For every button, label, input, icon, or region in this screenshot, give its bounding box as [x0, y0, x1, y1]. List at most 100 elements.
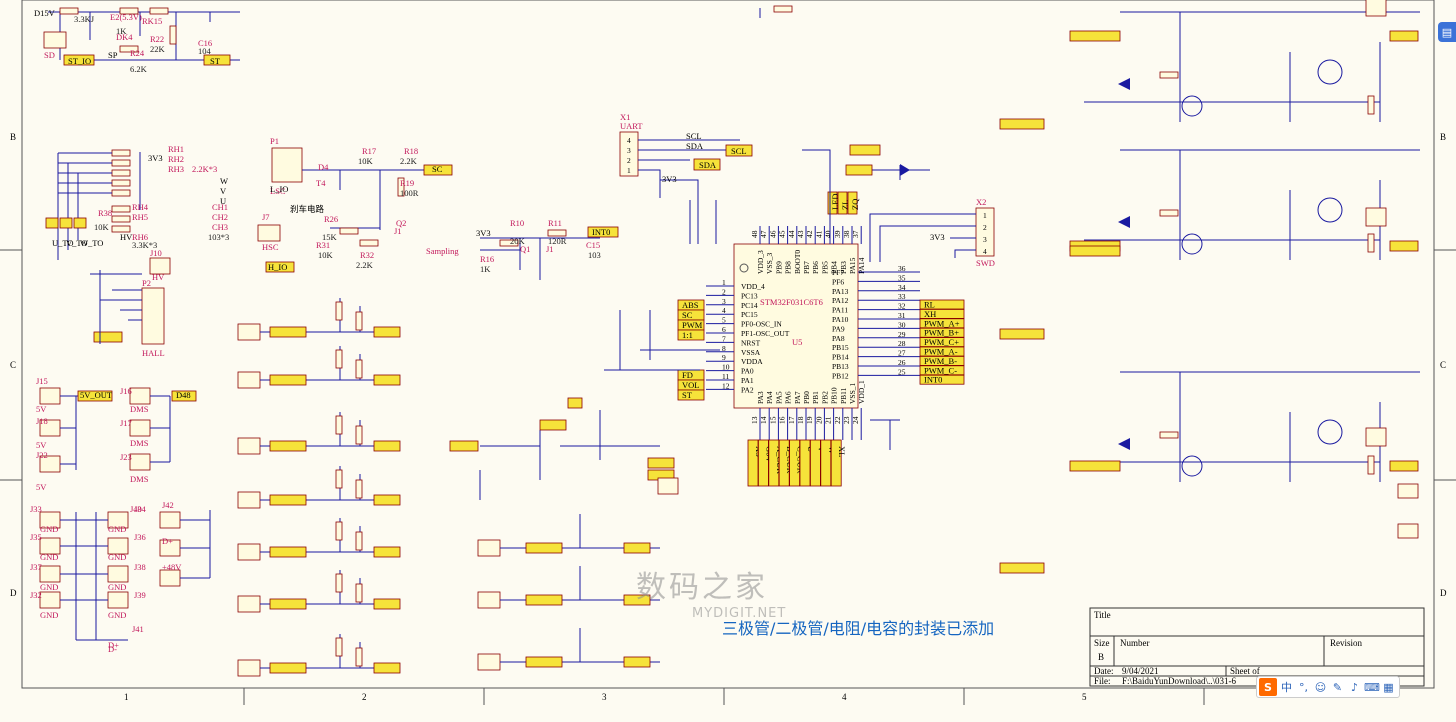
mcu-pin-number: 23 [842, 416, 851, 424]
pen-icon[interactable]: ✎ [1332, 680, 1343, 694]
brake-section-label: R17 [362, 146, 376, 156]
mcu-pin-number: 9 [722, 353, 726, 362]
hall-section-label: U [220, 196, 226, 206]
mcu-right-net: INT0 [924, 375, 942, 385]
mcu-pin-name: PB5 [820, 261, 829, 274]
mcu-pin-name: PA12 [832, 296, 849, 305]
misc-label: GND [108, 524, 126, 534]
row-letter: C [1440, 360, 1446, 370]
row-letter: D [10, 588, 17, 598]
brake-section-label: L_IO [270, 184, 288, 194]
misc-label: 5V [36, 482, 47, 492]
hall-section-label: V_TO [66, 238, 88, 248]
mcu-pin-number: 7 [722, 334, 726, 343]
mcu-pin-name: VDD_3 [756, 250, 765, 274]
mcu-pin-name: PB10 [830, 387, 839, 404]
ime-toolbar[interactable]: S 中 °, ☺ ✎ ♪ ⌨ ▦ [1256, 676, 1400, 698]
mcu-left-net: PWM [682, 320, 703, 330]
mcu-left-net: ST [682, 390, 693, 400]
mcu-pin-number: 6 [722, 325, 726, 334]
misc-label: GND [40, 582, 58, 592]
hall-section-label: CH1 [212, 202, 228, 212]
misc-label: D48 [176, 390, 191, 400]
misc-label: 5V [36, 404, 47, 414]
hall-section-label: CH2 [212, 212, 228, 222]
uart-ref: X1 [620, 112, 630, 122]
hall-section-label: 3.3K*3 [132, 240, 157, 250]
mcu-pin-name: PB14 [832, 353, 849, 362]
punct-icon[interactable]: °, [1299, 680, 1308, 694]
number-label: Number [1120, 638, 1150, 648]
mcu-right-net: PWM_B+ [924, 328, 959, 338]
top-left-label: RK15 [142, 16, 162, 26]
top-left-label: C16 [198, 38, 212, 48]
hall-section-label: RH4 [132, 202, 149, 212]
mcu-pin-name: PB7 [802, 261, 811, 274]
hall-section-label: RH6 [132, 232, 148, 242]
mcu-pin-name: PC13 [741, 291, 758, 300]
uart-pin: 4 [627, 136, 631, 145]
mcu-left-net: ABS [682, 300, 699, 310]
int-section-label: R11 [548, 218, 562, 228]
brake-section-label: 2.2K [356, 260, 374, 270]
grid-icon[interactable]: ▦ [1383, 680, 1394, 694]
mcu-pin-name: PA15 [848, 257, 857, 274]
top-left-label: R24 [130, 48, 145, 58]
uart-net-scl: SCL [686, 131, 702, 141]
top-left-label: 22K [150, 44, 166, 54]
misc-label: J39 [134, 590, 146, 600]
keyboard-icon[interactable]: ⌨ [1364, 680, 1380, 694]
misc-label: J22 [36, 450, 48, 460]
hall-section-label: V [220, 186, 227, 196]
brake-section-label: H_IO [268, 262, 287, 272]
mcu-pin-name: PA5 [774, 391, 783, 404]
brake-section-label: J7 [262, 212, 270, 222]
misc-label: J16 [120, 386, 132, 396]
mcu-left-net: 1:1 [682, 330, 693, 340]
misc-label: J15 [36, 376, 48, 386]
file-value: F:\BaiduYunDownload\..\031-6 [1122, 676, 1236, 686]
brake-section-label: SC [432, 164, 443, 174]
mic-icon[interactable]: ♪ [1350, 680, 1359, 694]
mcu-right-net: PWM_B- [924, 356, 957, 366]
brake-section-label: 刹车电路 [290, 204, 325, 214]
top-left-label: SD [44, 50, 55, 60]
mcu-pin-name: PB1 [811, 391, 820, 404]
mcu-pin-name: PA4 [765, 391, 774, 404]
misc-label: J18 [36, 416, 48, 426]
file-label: File: [1094, 676, 1111, 686]
mcu-pin-name: PB9 [774, 261, 783, 274]
row-letter: B [1440, 132, 1446, 142]
misc-label: GND [108, 610, 126, 620]
side-tab-button[interactable]: ▤ [1438, 22, 1456, 42]
swd-pin: 3 [983, 235, 987, 244]
misc-label: D+ [108, 640, 119, 650]
misc-label: J37 [30, 562, 42, 572]
top-left-label: ST_IO [68, 56, 91, 66]
hall-section-label: HV [152, 272, 165, 282]
mcu-pin-name: VDDA [741, 357, 763, 366]
hall-section-label: U_TO [52, 238, 74, 248]
misc-label: J38 [134, 562, 146, 572]
chinese-mode-icon[interactable]: 中 [1281, 681, 1292, 694]
mcu-pin-number: 36 [898, 264, 906, 273]
emoji-icon[interactable]: ☺ [1314, 680, 1327, 694]
brake-section-label: Q2 [396, 218, 406, 228]
mcu-pin-number: 8 [722, 344, 726, 353]
mcu-pin-name: PA1 [741, 376, 754, 385]
mcu-pin-name: PB8 [784, 261, 793, 274]
mcu-right-net: PWM_A+ [924, 318, 960, 328]
mcu-left-net: FD [682, 370, 693, 380]
top-left-label: R22 [150, 34, 164, 44]
mcu-pin-name: PA10 [832, 315, 849, 324]
mcu-top-net: ZQ [850, 199, 860, 210]
misc-label: DMS [130, 404, 149, 414]
mcu-pin-number: 25 [898, 367, 906, 376]
brake-section-label: 15K [322, 232, 338, 242]
hall-section-label: HV [120, 232, 133, 242]
mcu-pin-number: 14 [759, 416, 768, 424]
top-left-label: 6.2K [130, 64, 148, 74]
mcu-pin-name: PB2 [820, 391, 829, 404]
brake-section-label: R31 [316, 240, 330, 250]
